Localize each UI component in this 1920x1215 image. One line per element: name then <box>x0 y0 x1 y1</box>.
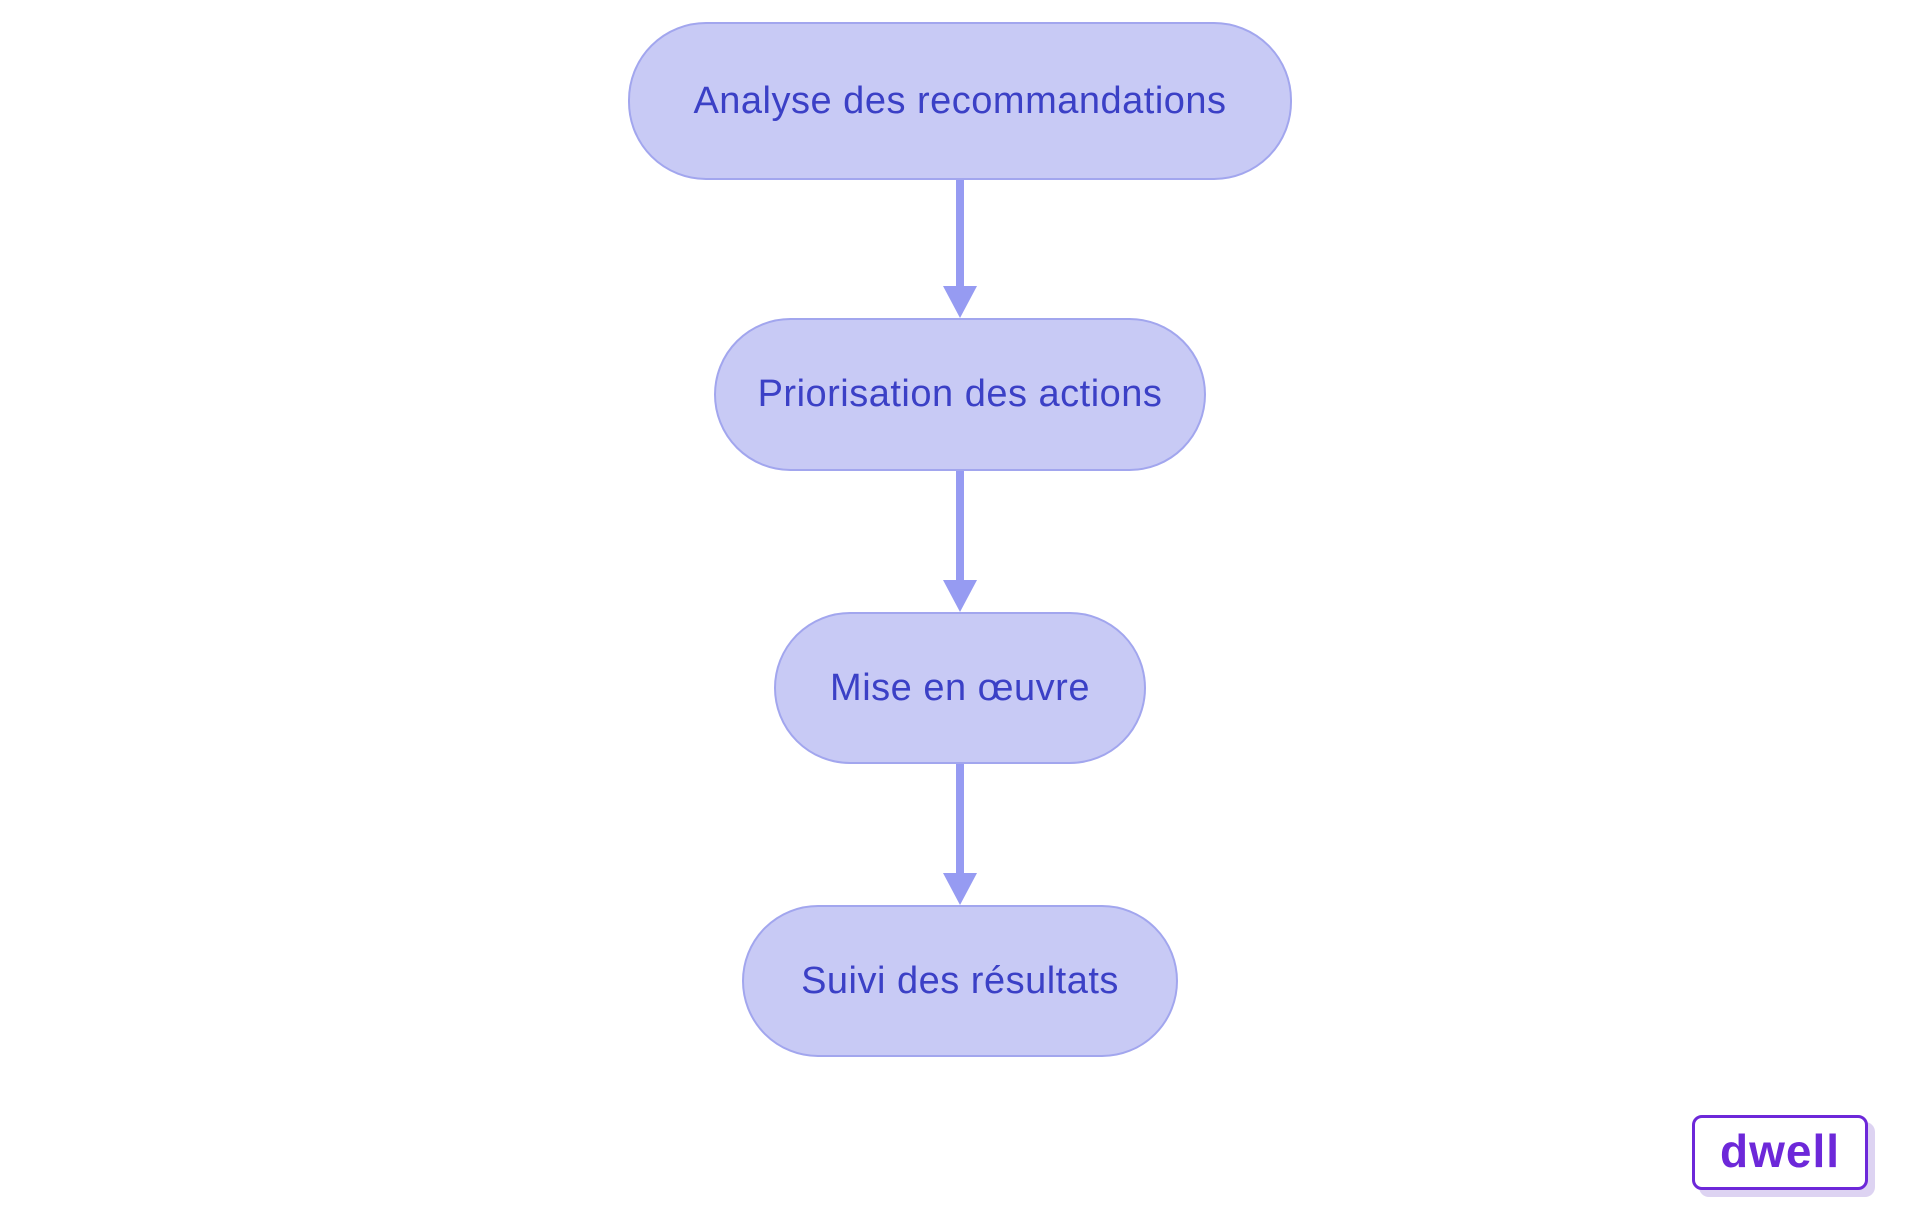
arrow-down-icon <box>943 286 977 318</box>
dwell-logo-badge: dwell <box>1692 1115 1868 1190</box>
node-label: Mise en œuvre <box>830 666 1090 709</box>
node-label: Analyse des recommandations <box>693 79 1227 122</box>
flow-node-mise-en-oeuvre: Mise en œuvre <box>774 612 1146 764</box>
connector-line-2 <box>956 471 964 580</box>
flow-node-priorisation-des-actions: Priorisation des actions <box>714 318 1206 471</box>
node-label: Suivi des résultats <box>801 959 1119 1002</box>
node-label: Priorisation des actions <box>757 373 1163 415</box>
dwell-logo-text: dwell <box>1719 1124 1841 1177</box>
connector-line-1 <box>956 180 964 286</box>
flow-node-suivi-des-resultats: Suivi des résultats <box>742 905 1178 1057</box>
arrow-down-icon <box>943 580 977 612</box>
connector-line-3 <box>956 764 964 873</box>
flow-node-analyse-des-recommandations: Analyse des recommandations <box>628 22 1292 180</box>
arrow-down-icon <box>943 873 977 905</box>
